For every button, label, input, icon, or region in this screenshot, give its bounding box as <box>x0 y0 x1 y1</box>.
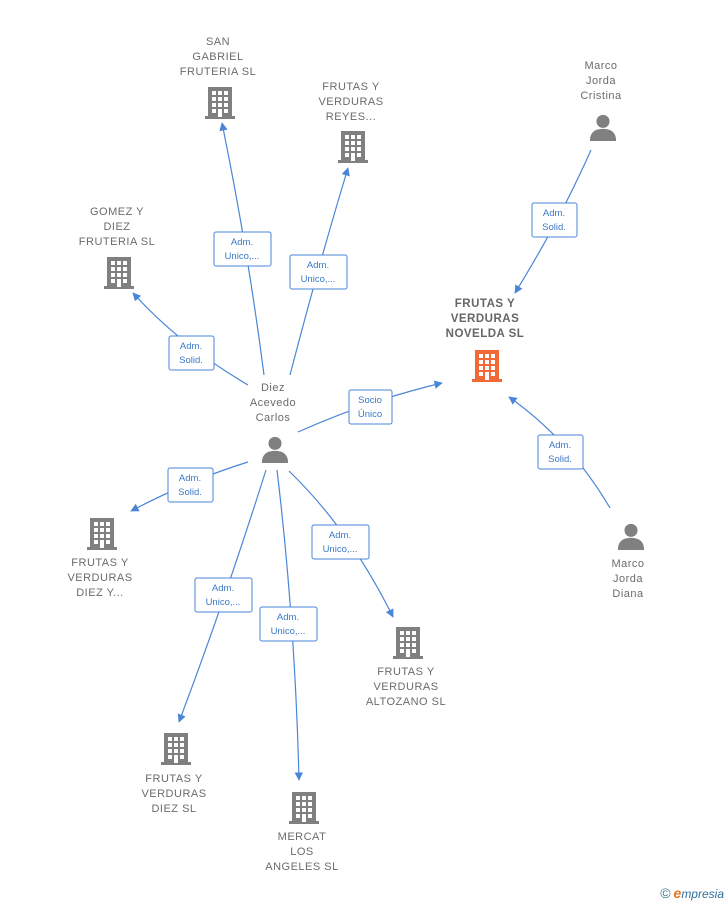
nodes: SAN GABRIEL FRUTERIA SL FRUTAS Y VERDURA… <box>67 36 645 873</box>
node-label-line: Cristina <box>580 90 622 102</box>
node-label-line: Jorda <box>586 75 616 87</box>
building-icon <box>87 518 117 550</box>
edge-label-line: Adm. <box>231 237 253 248</box>
node-label-line: GOMEZ Y <box>90 206 144 218</box>
node-altozano[interactable]: FRUTAS Y VERDURAS ALTOZANO SL <box>366 627 446 708</box>
node-label-line: LOS <box>290 846 314 858</box>
node-label-line: REYES... <box>326 111 376 123</box>
building-icon <box>104 257 134 289</box>
brand-name: mpresia <box>681 887 724 901</box>
edge-label-marco-diana[interactable]: Adm. Solid. <box>537 434 584 470</box>
building-icon <box>161 733 191 765</box>
node-reyes[interactable]: FRUTAS Y VERDURAS REYES... <box>318 81 383 163</box>
edge-label-line: Solid. <box>179 355 203 366</box>
node-label-line: FRUTAS Y <box>377 666 435 678</box>
edge-label-line: Adm. <box>329 530 351 541</box>
edge-label-mercat[interactable]: Adm. Unico,... <box>259 606 318 642</box>
node-label-line: FRUTAS Y <box>322 81 380 93</box>
edge-label-line: Unico,... <box>271 626 306 637</box>
edge-label-line: Solid. <box>548 454 572 465</box>
node-label-line: DIEZ Y... <box>76 587 124 599</box>
node-label-line: Diez <box>261 382 285 394</box>
edge-label-line: Socio <box>358 395 382 406</box>
edge-label-line: Unico,... <box>206 597 241 608</box>
edge-label-diez-y[interactable]: Adm. Solid. <box>167 467 214 503</box>
node-label-line: DIEZ <box>103 221 130 233</box>
building-icon <box>205 87 235 119</box>
copyright-icon: © <box>660 885 671 901</box>
edge-label-line: Adm. <box>307 260 329 271</box>
edge-label-line: Adm. <box>212 583 234 594</box>
edge-labels: Adm. Unico,... Adm. Unico,... Adm. Solid… <box>167 202 584 642</box>
edge-label-line: Adm. <box>543 208 565 219</box>
edge-label-line: Unico,... <box>301 274 336 285</box>
building-icon <box>472 350 502 382</box>
node-label-line: SAN <box>206 36 230 48</box>
node-label-line: VERDURAS <box>373 681 438 693</box>
edge-label-reyes[interactable]: Adm. Unico,... <box>289 254 348 290</box>
edge-label-novelda[interactable]: Socio Único <box>348 389 393 425</box>
node-label-line: GABRIEL <box>192 51 243 63</box>
node-label-line: FRUTAS Y <box>145 773 203 785</box>
node-label-line: Carlos <box>256 412 291 424</box>
edge-label-line: Adm. <box>277 612 299 623</box>
building-icon <box>338 131 368 163</box>
edge-label-line: Adm. <box>549 440 571 451</box>
edge-label-line: Unico,... <box>225 251 260 262</box>
edge-label-san-gabriel[interactable]: Adm. Unico,... <box>213 231 272 267</box>
node-label-line: FRUTERIA SL <box>180 66 256 78</box>
node-label-line: Diana <box>612 588 644 600</box>
person-icon <box>261 436 289 463</box>
node-label-line: FRUTAS Y <box>455 298 515 310</box>
edge-label-gomez[interactable]: Adm. Solid. <box>168 335 215 371</box>
edge-label-line: Adm. <box>179 473 201 484</box>
node-label-line: Marco <box>611 558 644 570</box>
node-mercat[interactable]: MERCAT LOS ANGELES SL <box>265 792 338 873</box>
person-icon <box>617 523 645 550</box>
node-label-line: VERDURAS <box>318 96 383 108</box>
node-label-line: ALTOZANO SL <box>366 696 446 708</box>
edge-label-line: Adm. <box>180 341 202 352</box>
edge-label-line: Solid. <box>542 222 566 233</box>
building-icon <box>393 627 423 659</box>
node-marco-cristina[interactable]: Marco Jorda Cristina <box>580 60 622 141</box>
edge-label-line: Unico,... <box>323 544 358 555</box>
edge-label-diez-sl[interactable]: Adm. Unico,... <box>194 577 253 613</box>
node-diez-acevedo[interactable]: Diez Acevedo Carlos <box>250 382 296 463</box>
node-marco-diana[interactable]: Marco Jorda Diana <box>611 523 645 600</box>
node-diez-y[interactable]: FRUTAS Y VERDURAS DIEZ Y... <box>67 518 132 599</box>
node-label-line: DIEZ SL <box>151 803 196 815</box>
footer-brand: ©empresia <box>660 885 724 901</box>
node-san-gabriel[interactable]: SAN GABRIEL FRUTERIA SL <box>180 36 256 119</box>
node-label-line: Marco <box>584 60 617 72</box>
node-novelda[interactable]: FRUTAS Y VERDURAS NOVELDA SL <box>446 298 525 382</box>
edge-label-marco-cristina[interactable]: Adm. Solid. <box>531 202 578 238</box>
node-label-line: NOVELDA SL <box>446 328 525 340</box>
node-label-line: FRUTAS Y <box>71 557 129 569</box>
node-gomez-diez[interactable]: GOMEZ Y DIEZ FRUTERIA SL <box>79 206 155 289</box>
edge-label-line: Único <box>358 409 382 420</box>
edge-label-altozano[interactable]: Adm. Unico,... <box>311 524 370 560</box>
node-label-line: FRUTERIA SL <box>79 236 155 248</box>
node-label-line: VERDURAS <box>141 788 206 800</box>
edge-label-line: Solid. <box>178 487 202 498</box>
brand-initial: e <box>673 885 682 901</box>
node-label-line: ANGELES SL <box>265 861 338 873</box>
node-label-line: VERDURAS <box>451 313 520 325</box>
node-label-line: MERCAT <box>278 831 327 843</box>
building-icon <box>289 792 319 824</box>
node-label-line: VERDURAS <box>67 572 132 584</box>
node-diez-sl[interactable]: FRUTAS Y VERDURAS DIEZ SL <box>141 733 206 815</box>
node-label-line: Jorda <box>613 573 643 585</box>
node-label-line: Acevedo <box>250 397 296 409</box>
person-icon <box>589 114 617 141</box>
